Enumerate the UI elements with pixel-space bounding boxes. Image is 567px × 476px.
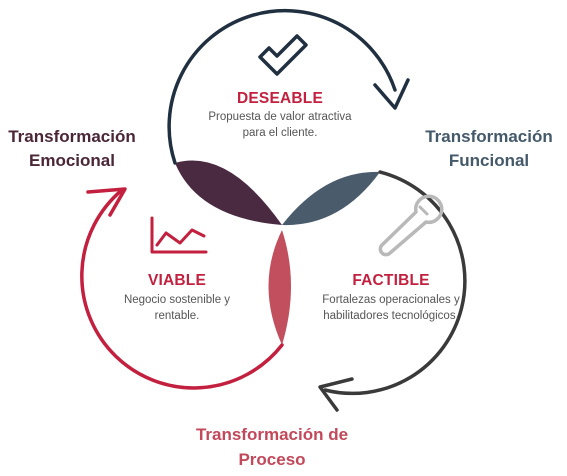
desirable-desc-line2: para el cliente. (243, 127, 318, 139)
overlap-desirable-feasible (282, 171, 380, 226)
feasible-title: FACTIBLE (352, 272, 429, 289)
desirable-circle (167, 8, 397, 165)
process-label-line1: Transformación de (196, 425, 348, 444)
overlap-viable-feasible (268, 230, 291, 345)
viable-circle (80, 188, 284, 390)
emotional-label-line1: Transformación (8, 127, 136, 146)
functional-label-line1: Transformación (425, 127, 553, 146)
viable-desc-line2: rentable. (155, 310, 200, 322)
desirable-circle-arrowhead (373, 78, 410, 110)
desirable-title: DESEABLE (237, 90, 323, 107)
feasible-circle-arrowhead (318, 377, 354, 412)
emotional-label-line2: Emocional (29, 151, 115, 170)
wrench-icon (378, 194, 444, 257)
viable-desc-line1: Negocio sostenible y (124, 294, 230, 306)
checkmark-icon (258, 34, 308, 76)
process-label-line2: Proceso (238, 450, 305, 469)
functional-label-line2: Funcional (449, 151, 529, 170)
overlap-desirable-viable (175, 160, 282, 225)
line-chart-icon (150, 216, 208, 254)
viable-title: VIABLE (148, 272, 206, 289)
feasible-desc-line1: Fortalezas operacionales y (322, 294, 460, 306)
feasible-desc-line2: habilitadores tecnológicos. (323, 310, 459, 322)
desirable-desc-line1: Propuesta de valor atractiva (208, 111, 352, 123)
viable-circle-arrowhead (86, 187, 127, 217)
